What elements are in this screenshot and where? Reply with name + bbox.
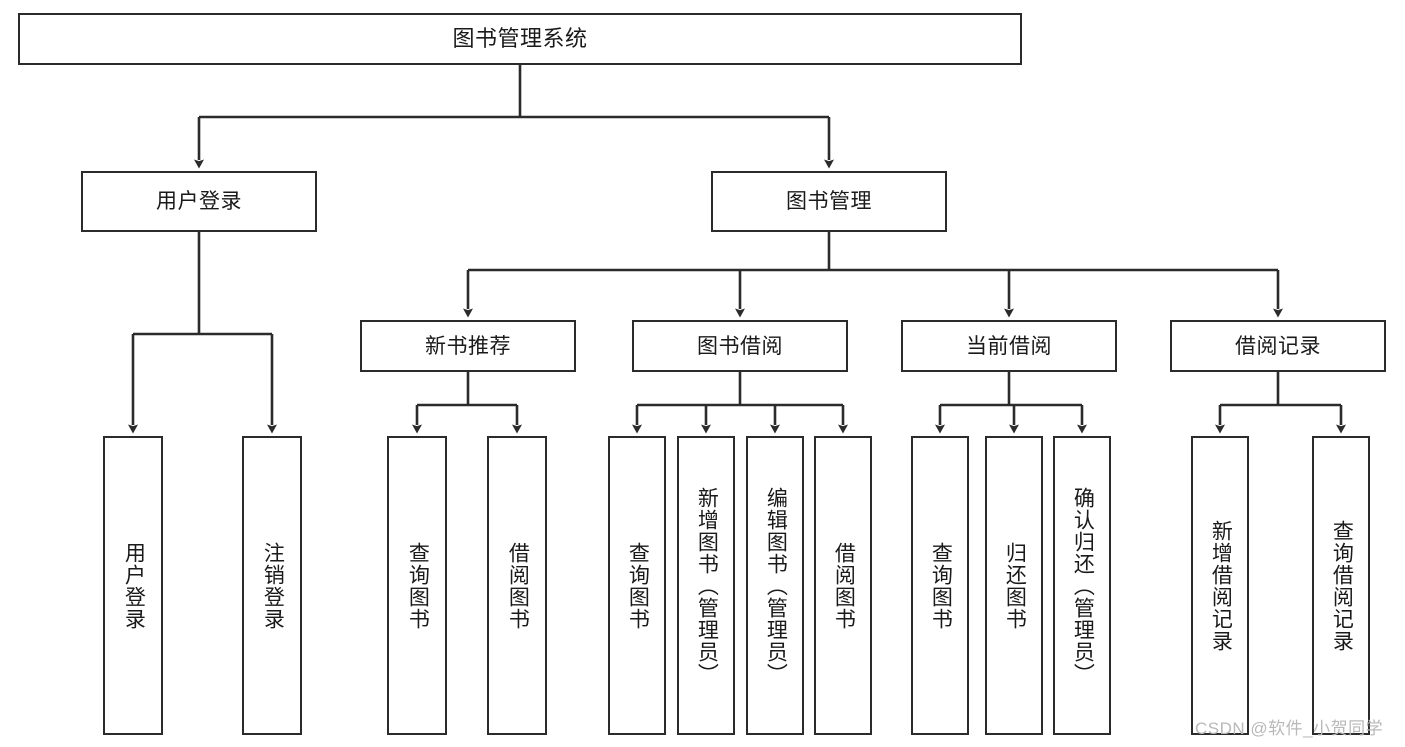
leaf-node[interactable]: 借阅图书	[814, 436, 872, 735]
leaf-node[interactable]: 归还图书	[985, 436, 1043, 735]
leaf-node[interactable]: 新增借阅记录	[1191, 436, 1249, 735]
leaf-node[interactable]: 查询借阅记录	[1312, 436, 1370, 735]
leaf-node[interactable]: 用户登录	[103, 436, 163, 735]
node-borrow-records[interactable]: 借阅记录	[1170, 320, 1386, 372]
node-current-borrow[interactable]: 当前借阅	[901, 320, 1117, 372]
leaf-node[interactable]: 确认归还（管理员）	[1053, 436, 1111, 735]
leaf-node[interactable]: 查询图书	[387, 436, 447, 735]
node-user-login[interactable]: 用户登录	[81, 171, 317, 232]
node-book-borrow[interactable]: 图书借阅	[632, 320, 848, 372]
node-new-book-recommend[interactable]: 新书推荐	[360, 320, 576, 372]
leaf-node[interactable]: 注销登录	[242, 436, 302, 735]
csdn-watermark: CSDN @软件_小贺同学	[1195, 719, 1384, 738]
leaf-node[interactable]: 编辑图书（管理员）	[746, 436, 804, 735]
leaf-node[interactable]: 借阅图书	[487, 436, 547, 735]
leaf-node[interactable]: 新增图书（管理员）	[677, 436, 735, 735]
node-book-management[interactable]: 图书管理	[711, 171, 947, 232]
leaf-node[interactable]: 查询图书	[608, 436, 666, 735]
leaf-node[interactable]: 查询图书	[911, 436, 969, 735]
node-root[interactable]: 图书管理系统	[18, 13, 1022, 65]
